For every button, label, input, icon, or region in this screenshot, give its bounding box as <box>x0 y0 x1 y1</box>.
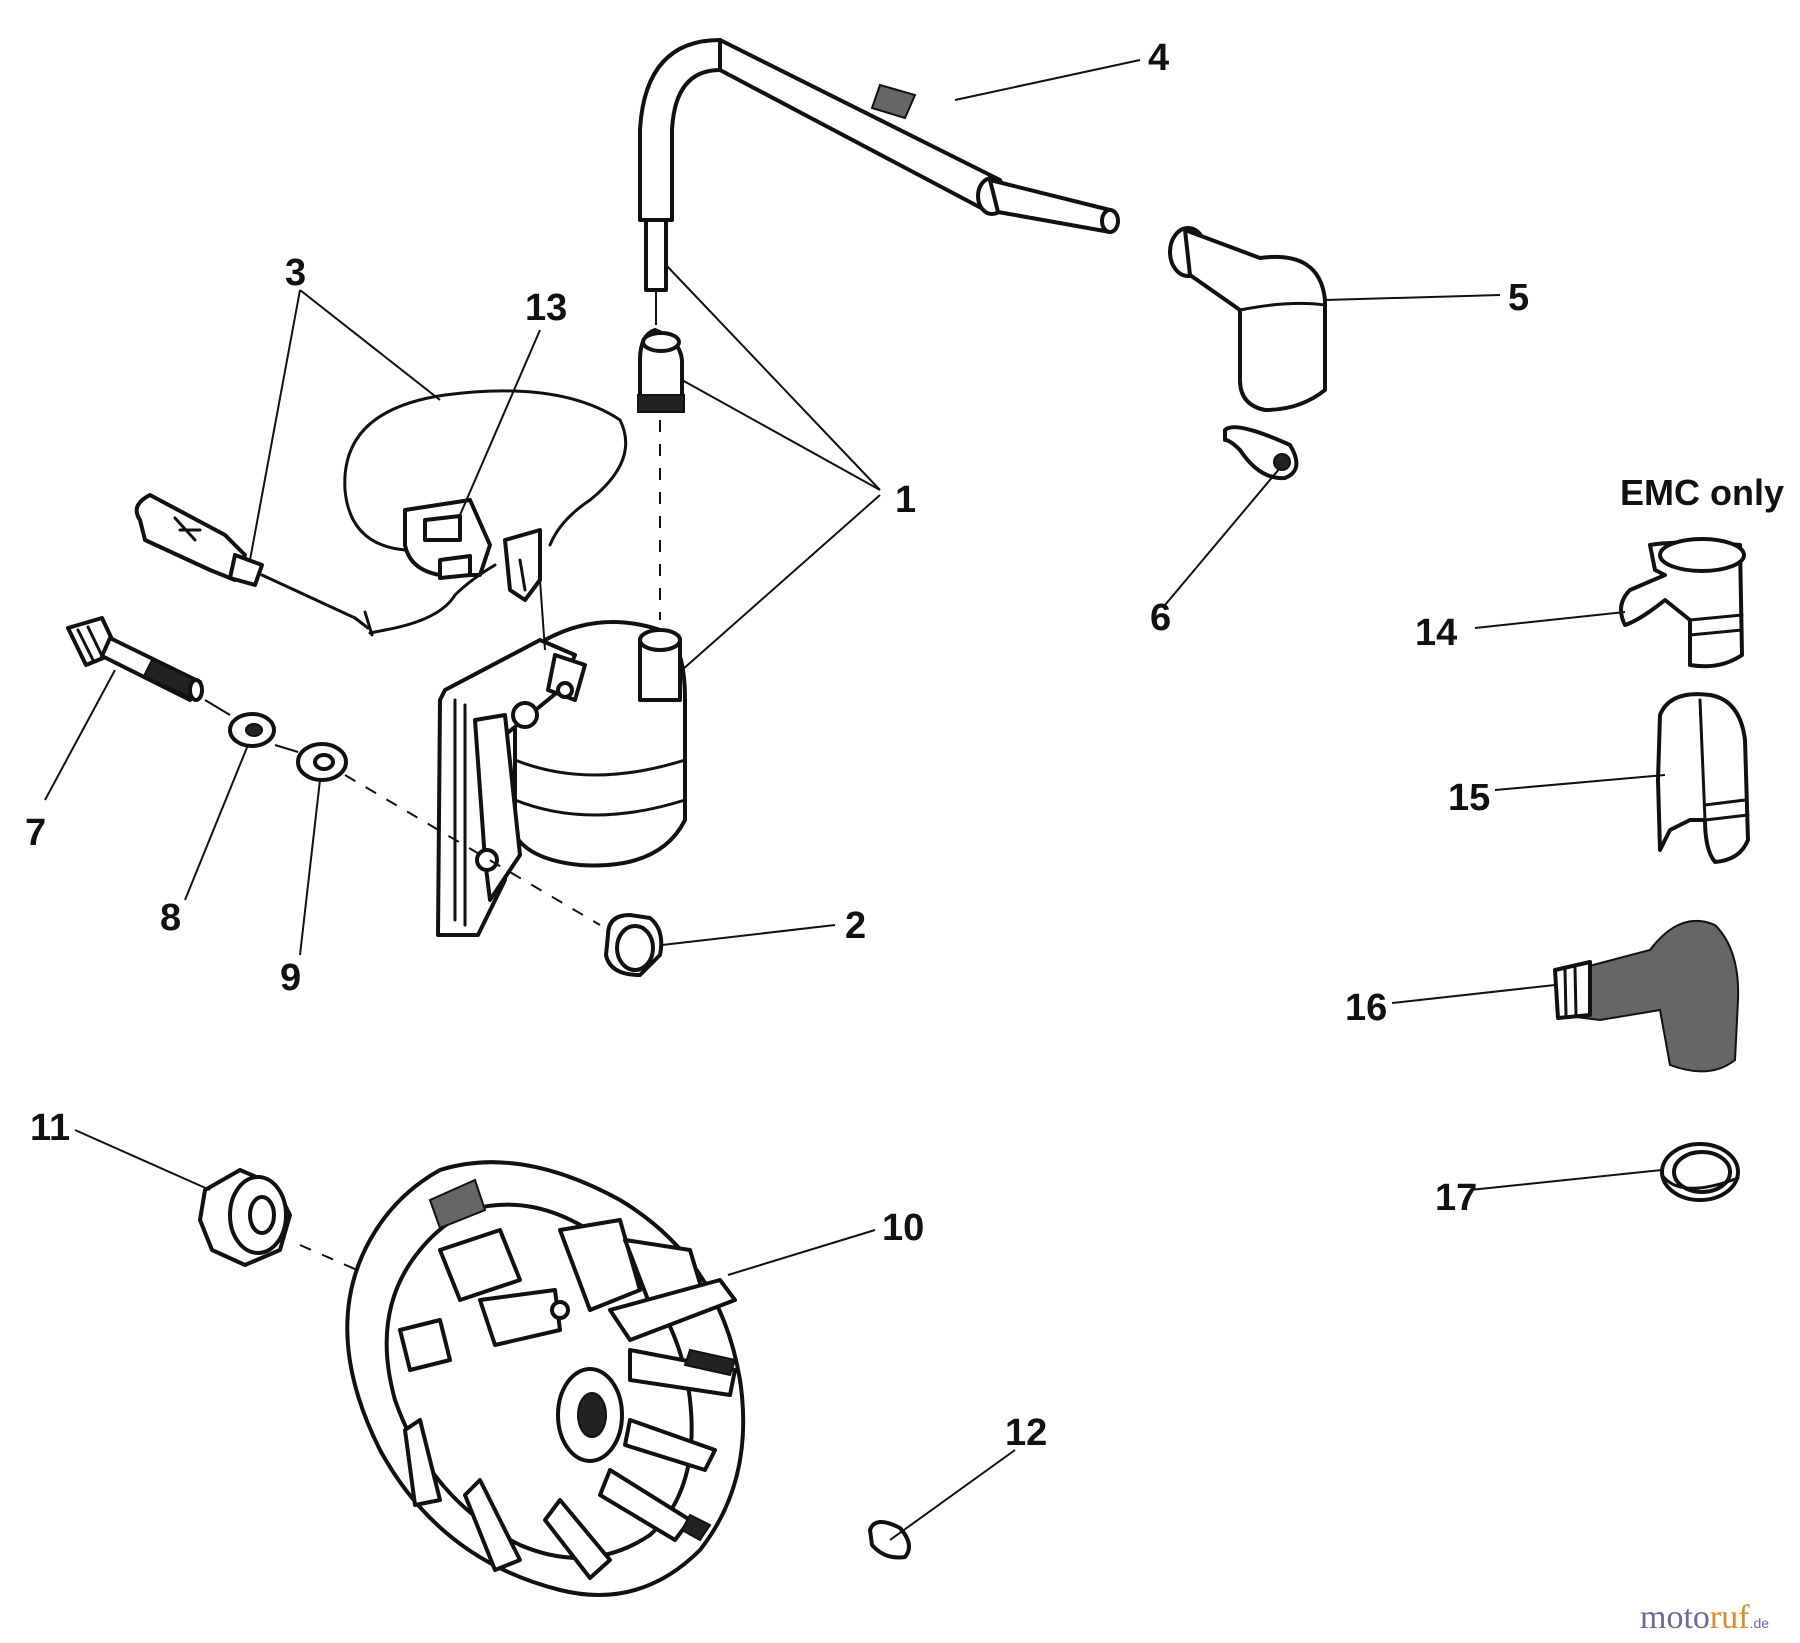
watermark-suffix: .de <box>1750 1615 1770 1631</box>
emc-only-note: EMC only <box>1620 472 1784 513</box>
watermark-part-a: moto <box>1640 1599 1710 1636</box>
callout-6: 6 <box>1150 597 1171 639</box>
part-kill-wire <box>343 389 628 651</box>
part-ignition-coil <box>436 328 687 937</box>
callout-16: 16 <box>1345 987 1387 1029</box>
callout-17: 17 <box>1435 1177 1477 1219</box>
leader-lines <box>44 59 1666 1541</box>
callout-15: 15 <box>1448 777 1490 819</box>
part-ignition-lead <box>638 38 1120 325</box>
part-ring <box>1660 1142 1740 1202</box>
callout-11: 11 <box>30 1107 70 1149</box>
callout-14: 14 <box>1415 612 1457 654</box>
part-flywheel-nut <box>198 1168 292 1267</box>
callout-labels: 1 2 3 4 5 6 7 8 9 10 11 12 13 14 15 16 1… <box>25 37 1784 1454</box>
part-emc-cap-a <box>1619 537 1746 669</box>
part-bolt <box>66 616 204 702</box>
svg-text:motoruf.de: motoruf.de <box>1640 1599 1769 1636</box>
watermark-part-b: ruf <box>1710 1599 1750 1636</box>
watermark: motoruf.de <box>1640 1599 1769 1636</box>
part-flat-washer <box>274 742 348 782</box>
callout-13: 13 <box>525 287 567 329</box>
callout-7: 7 <box>25 812 46 854</box>
callout-9: 9 <box>280 957 301 999</box>
part-flywheel-key <box>868 1520 911 1560</box>
part-stop-wire <box>134 493 374 637</box>
part-spacer <box>604 913 664 977</box>
callout-12: 12 <box>1005 1412 1047 1454</box>
part-flywheel <box>345 1160 746 1597</box>
callout-10: 10 <box>882 1207 924 1249</box>
callout-3: 3 <box>285 252 306 294</box>
part-emc-cap-b <box>1656 692 1750 864</box>
part-lock-washer <box>204 699 276 748</box>
callout-1: 1 <box>895 479 916 521</box>
part-spark-plug-cap <box>1168 226 1327 412</box>
callout-2: 2 <box>845 905 866 947</box>
callout-4: 4 <box>1148 37 1169 79</box>
callout-8: 8 <box>160 897 181 939</box>
part-emc-cap-c <box>1553 919 1740 1073</box>
part-clip <box>1223 425 1299 481</box>
callout-5: 5 <box>1508 277 1529 319</box>
